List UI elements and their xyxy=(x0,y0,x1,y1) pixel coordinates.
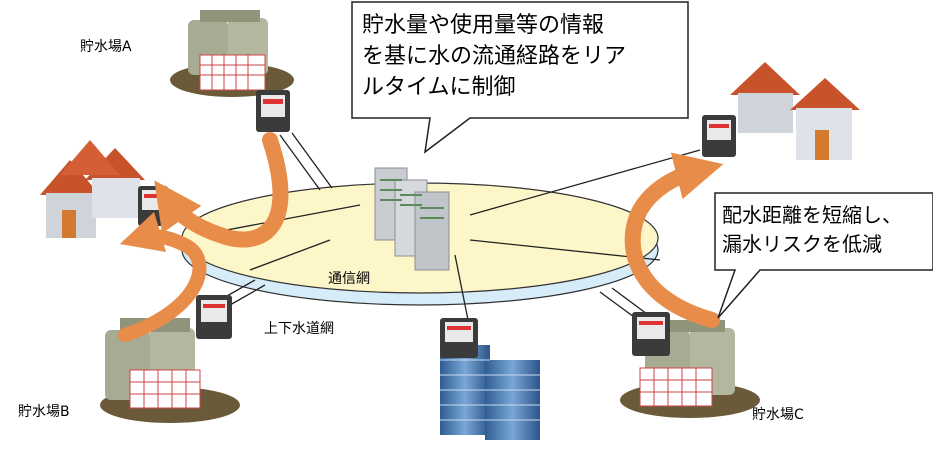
meter-building xyxy=(440,318,478,358)
label-storage-b: 貯水場B xyxy=(18,404,70,420)
callout-top-text: 貯水量や使用量等の情報 を基に水の流通経路をリア ルタイムに制御 xyxy=(362,10,627,103)
label-comm-network: 通信網 xyxy=(328,271,370,287)
label-water-network: 上下水道網 xyxy=(264,321,334,337)
meter-house-right xyxy=(702,115,736,157)
callout-top-line-1: 貯水量や使用量等の情報 xyxy=(362,13,605,38)
meter-b xyxy=(196,295,232,339)
label-storage-a: 貯水場A xyxy=(80,39,132,55)
server-cluster xyxy=(374,167,450,271)
callout-right-text: 配水距離を短縮し、 漏水リスクを低減 xyxy=(722,201,902,259)
storage-b-illustration xyxy=(100,318,240,423)
callout-top-line-2: を基に水の流通経路をリア xyxy=(362,44,627,69)
meter-a xyxy=(256,90,290,132)
storage-a-illustration xyxy=(170,10,294,97)
label-storage-c: 貯水場C xyxy=(752,407,804,423)
office-building xyxy=(440,345,540,440)
flow-arrow-b-to-house xyxy=(118,211,207,342)
meter-c xyxy=(632,312,670,356)
flow-arrow-c-to-house xyxy=(624,152,724,328)
callout-right-line-1: 配水距離を短縮し、 xyxy=(722,203,902,227)
flow-arrow-a-to-house xyxy=(154,132,289,248)
house-right-illustration xyxy=(730,62,860,160)
callout-right-line-2: 漏水リスクを低減 xyxy=(722,232,882,256)
callout-top-line-3: ルタイムに制御 xyxy=(362,75,516,100)
flow-arrows xyxy=(118,132,724,342)
house-left-illustration xyxy=(40,140,145,238)
